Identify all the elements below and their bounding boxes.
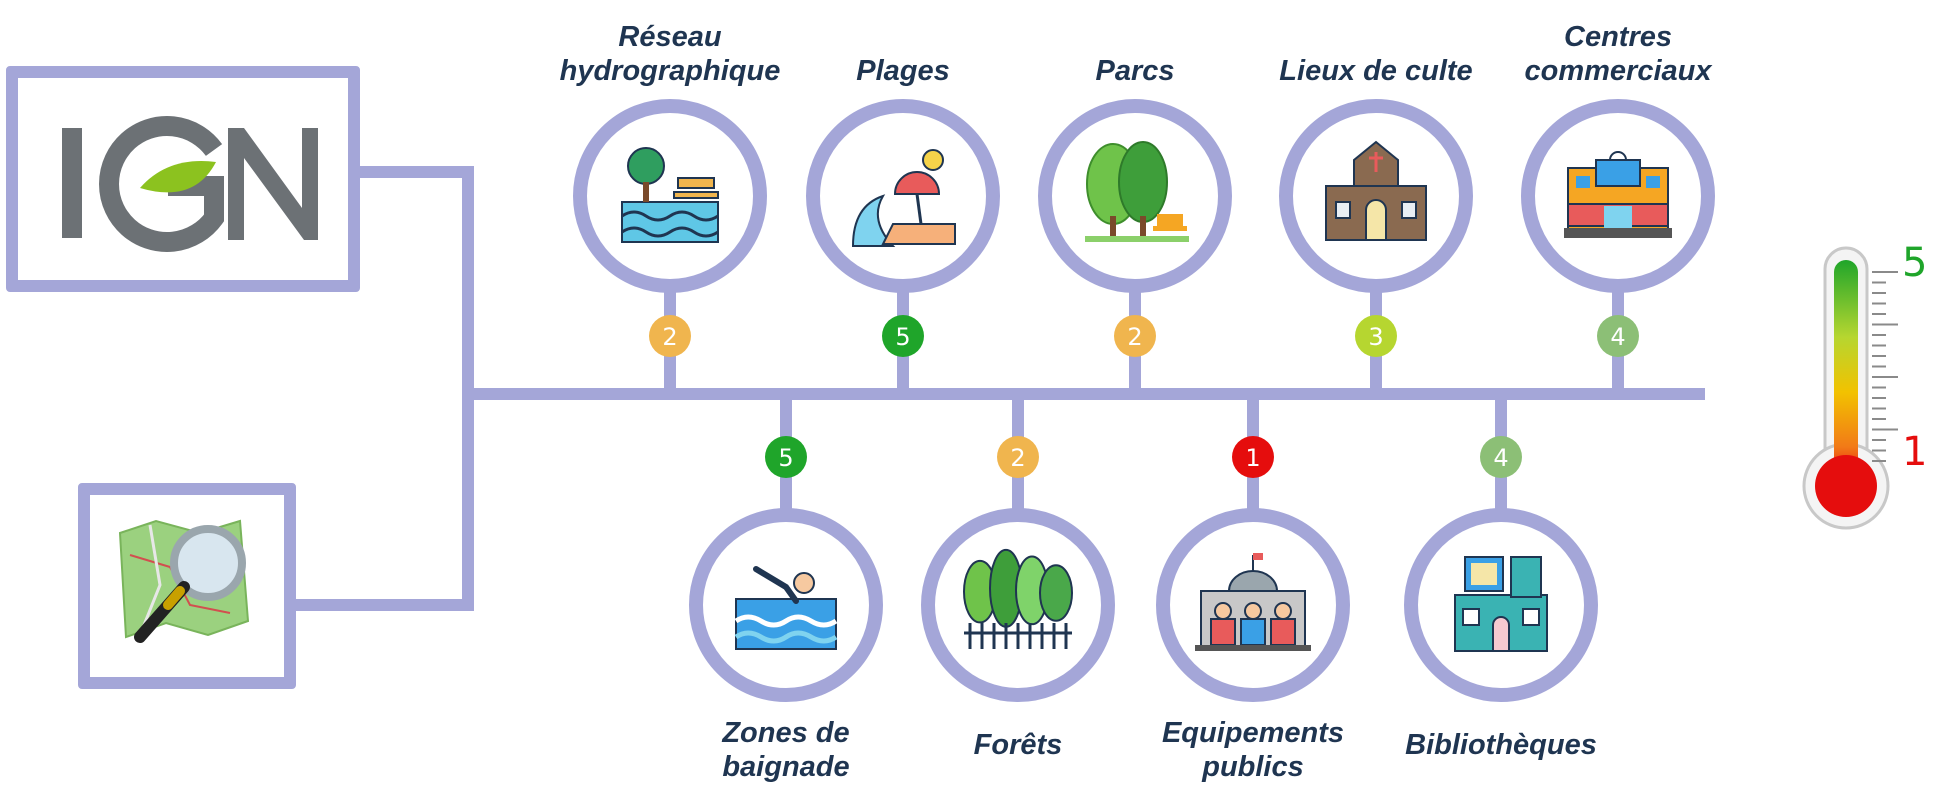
label-line: Bibliothèques [1405, 729, 1597, 761]
score-value: 5 [895, 323, 910, 351]
label-line: Zones de [722, 717, 850, 749]
score-badge-circle [882, 315, 924, 357]
category-label-forets: Forêts [878, 728, 1158, 762]
label-line: commerciaux [1524, 55, 1712, 87]
score-badge-circle [1114, 315, 1156, 357]
score-value: 2 [1127, 323, 1142, 351]
label-line: Forêts [973, 729, 1063, 761]
category-label-bibliotheques: Bibliothèques [1361, 728, 1641, 762]
category-node-plages: 5 [806, 99, 1000, 398]
magnifier-icon [170, 525, 246, 601]
score-badge-circle [1480, 436, 1522, 478]
score-value: 2 [662, 323, 677, 351]
category-node-bibliotheques: 4 [1404, 390, 1598, 702]
category-node-forets: 2 [921, 390, 1115, 702]
score-value: 5 [778, 444, 793, 472]
category-node-lieux-de-culte: 3 [1279, 99, 1473, 398]
ign-letter-n [228, 128, 318, 240]
score-badge-circle [649, 315, 691, 357]
score-badge: 2 [1114, 315, 1156, 357]
score-badge-circle [765, 436, 807, 478]
score-badge: 2 [649, 315, 691, 357]
score-badge: 4 [1597, 315, 1639, 357]
score-badge-circle [1597, 315, 1639, 357]
library-icon [1454, 556, 1548, 652]
label-line: baignade [722, 751, 850, 783]
label-line: Plages [856, 55, 950, 87]
park-icon [1085, 141, 1189, 242]
forest-icon [963, 548, 1073, 649]
score-badge: 3 [1355, 315, 1397, 357]
beach-icon [851, 149, 956, 247]
label-line: publics [1202, 751, 1304, 783]
label-line: Lieux de culte [1279, 55, 1473, 87]
osm-logo-box [78, 483, 296, 689]
category-node-parcs: 2 [1038, 99, 1232, 398]
score-badge: 5 [882, 315, 924, 357]
scale-max-label: 5 [1902, 240, 1928, 286]
label-line: Réseau [618, 21, 722, 53]
category-node-reseau-hydrographique: 2 [573, 99, 767, 398]
score-badge: 4 [1480, 436, 1522, 478]
ign-logo-box [6, 66, 360, 292]
score-badge-circle [997, 436, 1039, 478]
swimmer-icon [734, 566, 838, 650]
score-value: 2 [1010, 444, 1025, 472]
mall-icon [1564, 151, 1672, 238]
score-value: 1 [1245, 444, 1260, 472]
score-badge: 2 [997, 436, 1039, 478]
score-value: 3 [1368, 323, 1383, 351]
openstreetmap-logo [118, 519, 250, 643]
scale-min-label: 1 [1902, 429, 1928, 475]
ign-letter-g [99, 116, 224, 252]
ign-logo [62, 116, 318, 252]
category-label-plages: Plages [763, 54, 1043, 88]
label-line: Centres [1564, 21, 1672, 53]
category-node-centres-commerciaux: 4 [1521, 99, 1715, 398]
public-building-icon [1195, 553, 1311, 651]
score-badge-circle [1355, 315, 1397, 357]
ign-letter-i [62, 128, 82, 238]
category-node-zones-de-baignade: 5 [689, 390, 883, 702]
score-value: 4 [1493, 444, 1508, 472]
category-node-equipements-publics: 1 [1156, 390, 1350, 702]
label-line: Parcs [1095, 55, 1175, 87]
score-badge: 5 [765, 436, 807, 478]
category-label-parcs: Parcs [995, 54, 1275, 88]
river-icon [621, 147, 719, 243]
score-value: 4 [1610, 323, 1625, 351]
label-line: hydrographique [559, 55, 781, 87]
label-line: Equipements [1161, 717, 1345, 749]
score-badge-circle [1232, 436, 1274, 478]
score-badge: 1 [1232, 436, 1274, 478]
category-label-lieux-de-culte: Lieux de culte [1236, 54, 1516, 88]
church-icon [1325, 140, 1427, 241]
leaf-icon [140, 161, 216, 193]
